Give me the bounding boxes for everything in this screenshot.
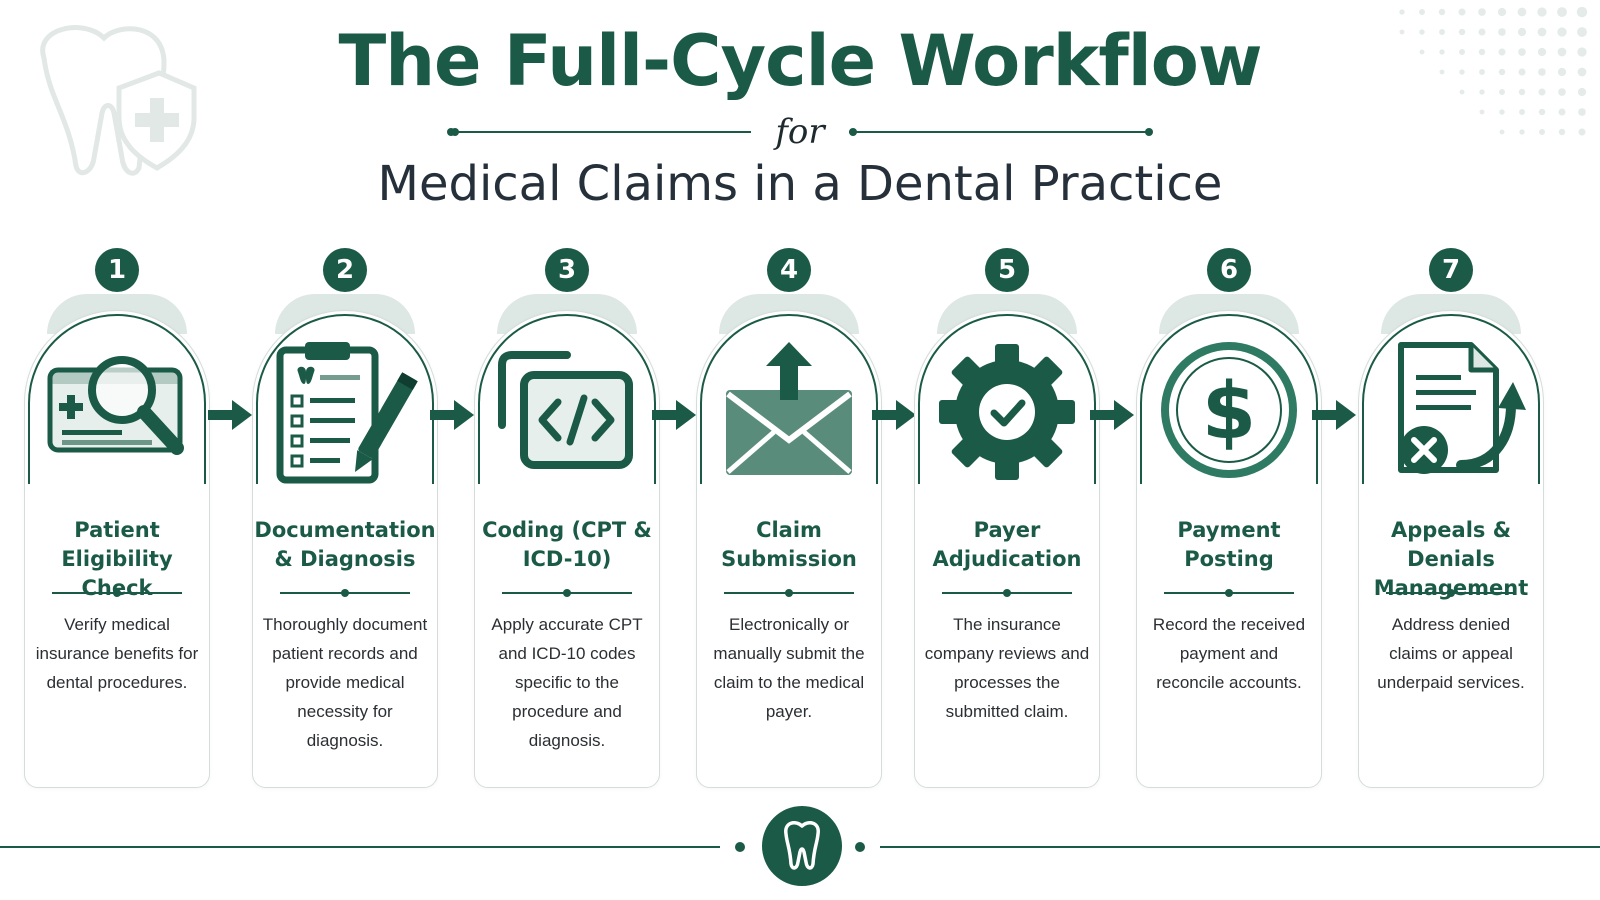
step-number-badge: 5 xyxy=(985,248,1029,292)
step-divider xyxy=(942,589,1072,597)
arrow-right-icon xyxy=(652,400,696,430)
arrow-right-icon xyxy=(430,400,474,430)
page-subtitle: Medical Claims in a Dental Practice xyxy=(377,156,1223,212)
bottom-line-right xyxy=(880,846,1600,848)
step-divider xyxy=(1386,589,1516,597)
clipboard-pen-icon xyxy=(276,342,418,484)
decorative-dots xyxy=(1399,6,1588,136)
step-title: Patient Eligibility Check xyxy=(61,518,173,600)
step-description: The insurance company reviews and proces… xyxy=(924,615,1090,721)
step-description: Verify medical insurance benefits for de… xyxy=(35,615,199,692)
code-window-icon xyxy=(498,351,633,469)
step-divider xyxy=(1164,589,1294,597)
tooth-icon xyxy=(784,820,820,870)
magnifier-insurance-card-icon xyxy=(47,356,184,455)
svg-text:$: $ xyxy=(1202,367,1256,457)
step-title: Payment Posting xyxy=(1177,518,1281,571)
tooth-shield-cross-icon xyxy=(40,25,197,176)
dollar-coin-icon: $ xyxy=(1161,342,1297,478)
step-description: Record the received payment and reconcil… xyxy=(1152,615,1306,692)
step-number-badge: 6 xyxy=(1207,248,1251,292)
step-2: 2 Documentation & Diagnosis Thoroughly d… xyxy=(252,248,438,788)
step-title: Documentation & Diagnosis xyxy=(254,518,436,571)
title-connector-row: for xyxy=(0,112,1600,152)
step-number-badge: 4 xyxy=(767,248,811,292)
step-number-badge: 2 xyxy=(323,248,367,292)
bottom-medal xyxy=(762,806,842,886)
bottom-line-left xyxy=(0,846,720,848)
step-divider xyxy=(502,589,632,597)
arrow-right-icon xyxy=(208,400,252,430)
step-6: 6 $ Payment Posting Record the received … xyxy=(1136,248,1322,788)
step-description: Thoroughly document patient records and … xyxy=(262,615,428,750)
step-title: Payer Adjudication xyxy=(932,518,1082,571)
connector-line-left xyxy=(447,128,752,136)
step-divider xyxy=(724,589,854,597)
arrow-right-icon xyxy=(1312,400,1356,430)
bottom-dot-left xyxy=(735,842,745,852)
arrow-right-icon xyxy=(872,400,916,430)
bottom-dot-right xyxy=(855,842,865,852)
step-number-badge: 1 xyxy=(95,248,139,292)
step-title: Claim Submission xyxy=(721,518,857,571)
step-description: Apply accurate CPT and ICD-10 codes spec… xyxy=(491,615,643,750)
arrow-right-icon xyxy=(1090,400,1134,430)
step-number-badge: 3 xyxy=(545,248,589,292)
step-divider xyxy=(280,589,410,597)
title-connector: for xyxy=(775,112,825,152)
gear-check-icon xyxy=(939,344,1075,480)
step-5: 5 Payer Adjudication The insurance compa… xyxy=(914,248,1100,788)
step-7: 7 Appeals & Denials Management Address d… xyxy=(1358,248,1544,788)
step-divider xyxy=(52,589,182,597)
step-4: 4 Claim Submission Electronically or man… xyxy=(696,248,882,788)
connector-line-right xyxy=(848,128,1153,136)
step-description: Address denied claims or appeal underpai… xyxy=(1377,615,1525,692)
page-title: The Full-Cycle Workflow xyxy=(338,20,1262,102)
step-number-badge: 7 xyxy=(1429,248,1473,292)
step-description: Electronically or manually submit the cl… xyxy=(713,615,865,721)
denied-document-appeal-icon xyxy=(1398,342,1526,474)
step-1: 1 Patient Eligibility Check Verify medic… xyxy=(24,248,210,788)
step-3: 3 Coding (CPT & ICD-10) Apply accurate C… xyxy=(474,248,660,788)
step-title: Coding (CPT & ICD-10) xyxy=(482,518,652,571)
envelope-upload-icon xyxy=(726,342,852,475)
